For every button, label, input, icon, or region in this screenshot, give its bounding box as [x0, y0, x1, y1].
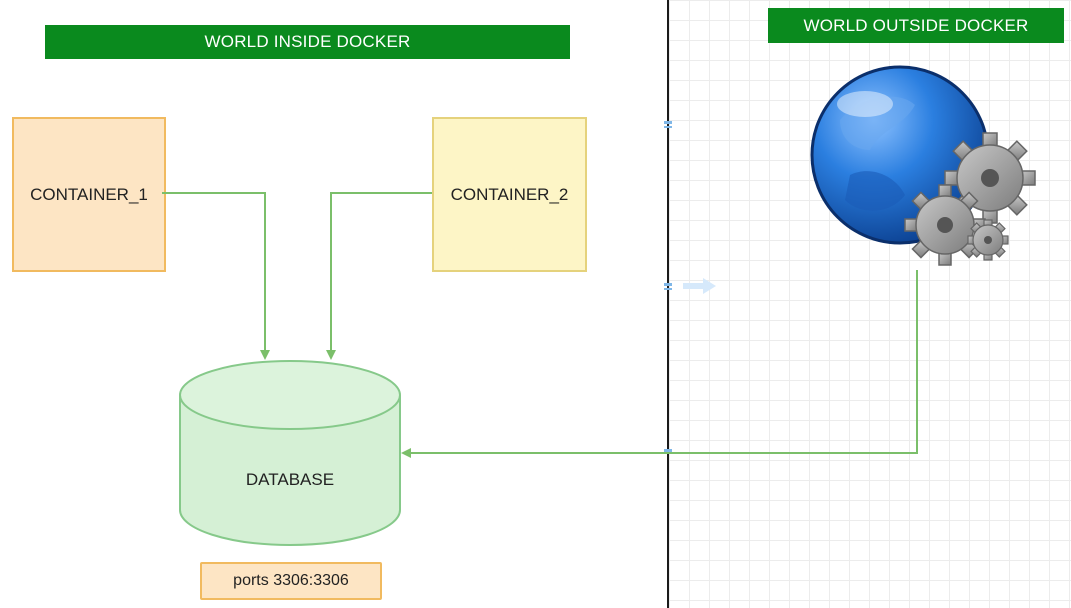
world-inside-docker-banner: WORLD INSIDE DOCKER [45, 25, 570, 59]
database-node[interactable] [179, 360, 401, 546]
connector-container1-to-database [162, 192, 270, 360]
world-divider-line [667, 0, 669, 608]
container-1-label: CONTAINER_1 [30, 184, 148, 204]
connector-container2-to-database [326, 192, 432, 360]
divider-markers [664, 121, 672, 452]
container-2-node[interactable]: CONTAINER_2 [432, 117, 587, 272]
connector-world-to-database [401, 270, 918, 458]
faded-arrow-icon [683, 278, 716, 294]
container-1-node[interactable]: CONTAINER_1 [12, 117, 166, 272]
world-outside-docker-banner: WORLD OUTSIDE DOCKER [768, 8, 1064, 43]
container-2-label: CONTAINER_2 [450, 184, 569, 204]
database-label: DATABASE [245, 470, 335, 489]
ports-mapping-label[interactable]: ports 3306:3306 [200, 562, 382, 600]
ports-mapping-text: ports 3306:3306 [233, 572, 349, 589]
globe-with-gears-icon [810, 65, 1036, 266]
